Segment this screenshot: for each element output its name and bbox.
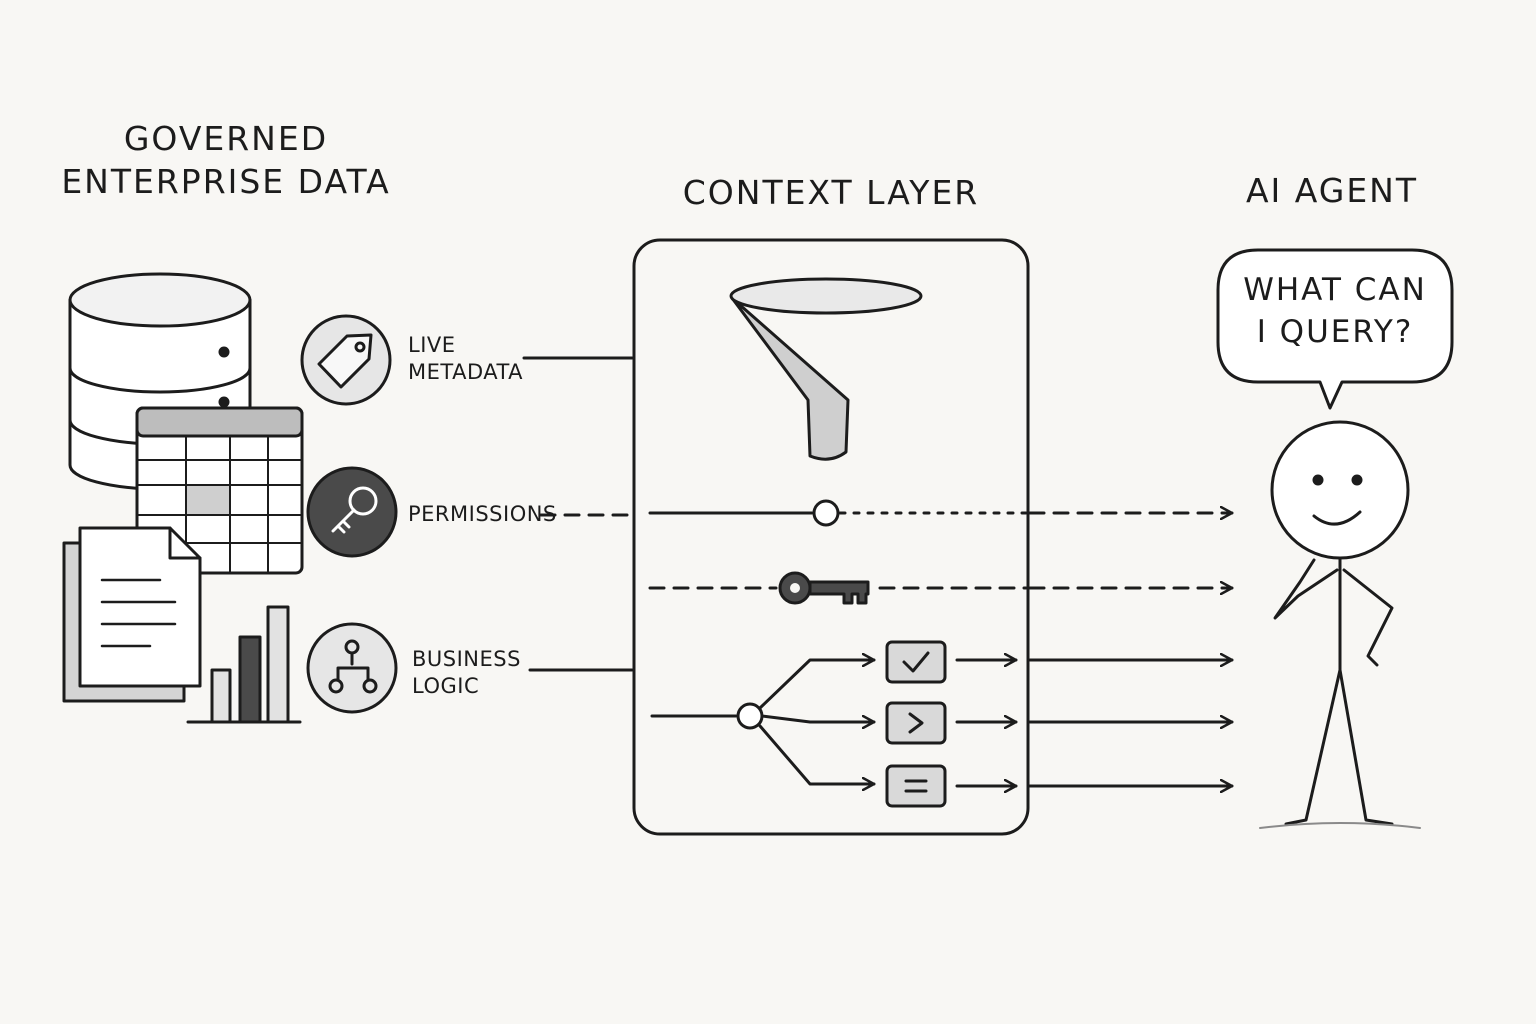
source-heading-line-2: Enterprise Data [61,161,391,201]
input-label-permissions: Permissions [408,502,557,526]
input-label-metadata-line-1: Live [408,333,456,357]
speech-line-1: What can [1243,272,1427,308]
chevron-right-icon [885,701,947,745]
bar-chart-icon [186,605,302,724]
speech-line-2: I query? [1256,313,1414,350]
flowchart-icon [306,622,398,714]
speech-bubble-text: What can I query? [1222,270,1448,354]
input-label-business-logic-line-1: Business [412,647,521,671]
speech-bubble [1216,248,1454,410]
document-icon [62,526,202,703]
agent-heading: AI Agent [1245,171,1419,210]
node-icon [812,499,840,527]
funnel-icon [729,277,923,461]
equals-icon [885,764,947,808]
input-label-metadata: Live Metadata [408,332,523,387]
input-label-business-logic-line-2: Logic [412,674,480,699]
input-label-business-logic: Business Logic [412,646,521,701]
context-layer-box [632,238,1030,836]
key-icon [778,571,870,605]
tag-icon [300,314,392,406]
context-heading: Context Layer [682,173,980,212]
spreadsheet-icon [135,406,304,575]
source-heading: Governed Enterprise Data [40,118,412,204]
input-label-metadata-line-2: Metadata [408,360,524,385]
agent-figure [1259,420,1421,829]
check-icon [885,640,947,684]
key-icon [306,466,398,558]
source-heading-line-1: Governed [123,119,329,158]
